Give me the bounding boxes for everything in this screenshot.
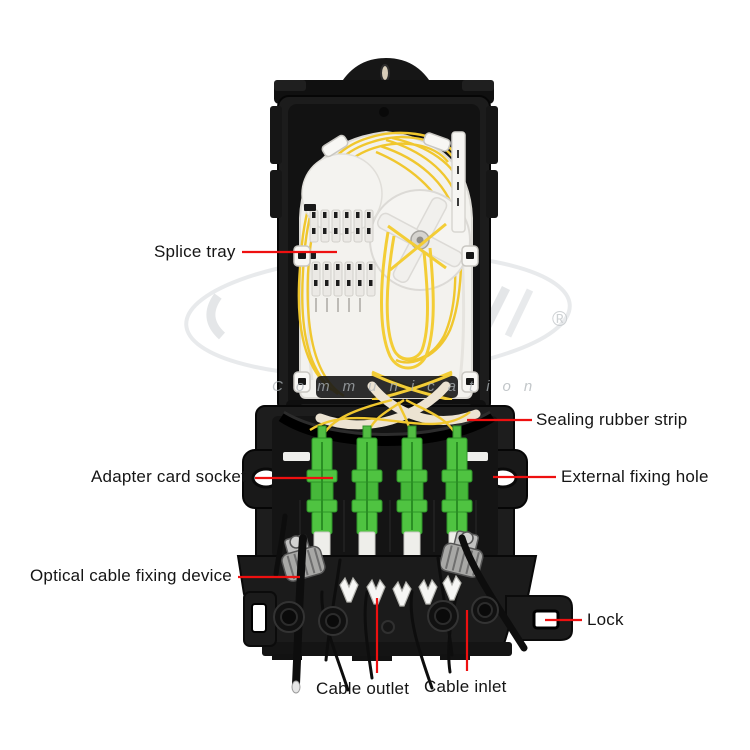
callout-label-sealing-rubber-strip: Sealing rubber strip (536, 410, 688, 429)
cable-tip (291, 680, 301, 694)
cable-inlet-grommets (273, 596, 499, 636)
mounting-hole (380, 64, 390, 82)
watermark-text: Communication (272, 378, 546, 395)
tray-clips (293, 132, 479, 393)
splice-tray (293, 130, 479, 402)
callout-label-cable-outlet: Cable outlet (316, 679, 410, 698)
registered-trademark-icon: ® (552, 308, 568, 331)
splice-holders (304, 204, 376, 312)
cable-outlet-clips (339, 574, 462, 607)
callout-lines (238, 250, 582, 673)
hook-tab (243, 591, 277, 647)
sealing-rubber-strip (278, 410, 496, 446)
callout-label-splice-tray: Splice tray (154, 242, 236, 261)
callout-label-external-fixing-hole: External fixing hole (561, 467, 709, 486)
callout-label-adapter-card-socket: Adapter card socket (91, 467, 246, 486)
callout-label-optical-cable-fixing-device: Optical cable fixing device (30, 566, 232, 585)
callout-label-lock: Lock (587, 610, 624, 629)
callout-label-cable-inlet: Cable inlet (424, 677, 507, 696)
closure-base (236, 381, 573, 694)
